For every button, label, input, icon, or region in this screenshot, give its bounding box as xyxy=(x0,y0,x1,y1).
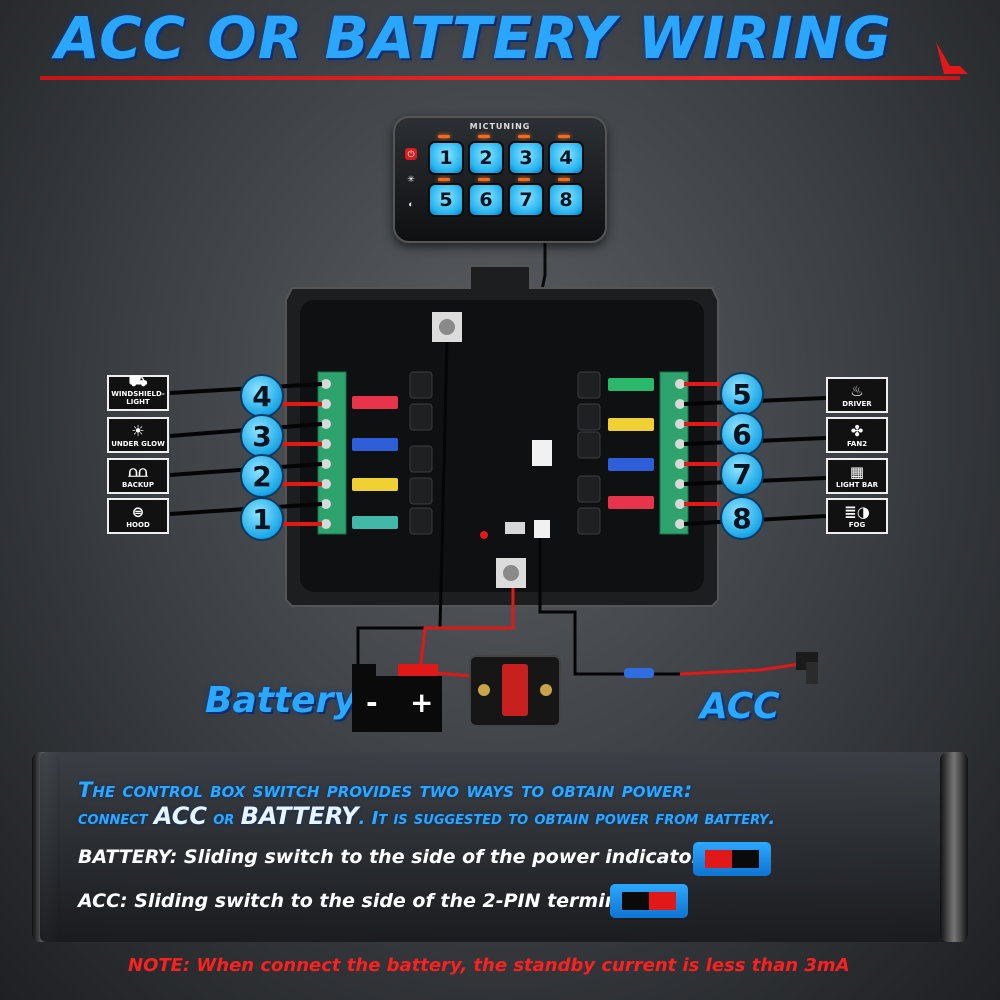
label-fan2: ✤ FAN2 xyxy=(826,417,888,453)
info-acc-emphasis: ACC xyxy=(153,802,207,830)
light-bar-icon: ▦ xyxy=(849,463,865,481)
left-terminal-block xyxy=(317,371,347,535)
keypad-brand: MICTUNING xyxy=(469,122,531,131)
battery-label: Battery xyxy=(205,680,357,721)
fuse-blue-right xyxy=(608,458,654,471)
label-under-glow: ☀ UNDER GLOW xyxy=(107,417,169,453)
channel-badge-7: 7 xyxy=(720,452,764,496)
keypad-button-5[interactable]: 5 xyxy=(428,183,464,217)
fuse-green xyxy=(608,378,654,391)
channel-badge-2: 2 xyxy=(240,454,284,498)
label-fog: ≣◑ FOG xyxy=(826,498,888,534)
led-4 xyxy=(558,135,570,138)
title-hook-icon xyxy=(936,42,968,74)
channel-badge-8: 8 xyxy=(720,496,764,540)
keypad-button-8[interactable]: 8 xyxy=(548,183,584,217)
info-battery-emphasis: BATTERY xyxy=(240,802,359,830)
label-driver: ♨ DRIVER xyxy=(826,377,888,413)
fuse-teal xyxy=(352,516,398,529)
acc-label: ACC xyxy=(700,686,780,727)
acc-inline-fuse xyxy=(624,668,654,678)
channel-badge-4: 4 xyxy=(240,374,284,418)
acc-switch-position-icon xyxy=(610,884,688,918)
channel-badge-3: 3 xyxy=(240,414,284,458)
mode-icon[interactable]: ◐ xyxy=(408,199,414,209)
battery: - + xyxy=(352,676,442,732)
led-7 xyxy=(518,178,530,181)
led-1 xyxy=(438,135,450,138)
info-line-1: The control box switch provides two ways… xyxy=(78,778,693,802)
two-pin-terminal xyxy=(534,520,550,538)
page-title: ACC OR BATTERY WIRING xyxy=(55,4,892,72)
keypad-button-1[interactable]: 1 xyxy=(428,141,464,175)
channel-badge-6: 6 xyxy=(720,412,764,456)
battery-plus-sign: + xyxy=(410,686,434,719)
battery-switch-position-icon xyxy=(693,842,771,876)
led-3 xyxy=(518,135,530,138)
windshield-light-icon: ⛟ xyxy=(128,372,148,390)
label-backup: ⩍⩍ BACKUP xyxy=(107,458,169,494)
slide-switch xyxy=(505,522,525,534)
power-button-icon[interactable]: ⏻ xyxy=(405,148,417,160)
brightness-icon[interactable]: ✳ xyxy=(407,173,415,184)
info-panel xyxy=(40,752,960,942)
battery-positive-terminal xyxy=(398,664,438,676)
label-windshield-light: ⛟ WINDSHIELD-LIGHT xyxy=(107,372,169,411)
led-5 xyxy=(438,178,450,181)
right-terminal-block xyxy=(659,371,689,535)
keypad-button-6[interactable]: 6 xyxy=(468,183,504,217)
info-line-2: connect ACC or BATTERY. It is suggested … xyxy=(78,802,776,830)
note-text: NOTE: When connect the battery, the stan… xyxy=(128,955,850,976)
led-8 xyxy=(558,178,570,181)
control-box-tray xyxy=(300,300,704,592)
switch-panel-keypad: MICTUNING ⏻ ✳ ◐ 1 2 3 4 5 6 7 8 xyxy=(393,116,607,243)
battery-mode-text: BATTERY: Sliding switch to the side of t… xyxy=(78,846,701,868)
led-2 xyxy=(478,135,490,138)
title-underline xyxy=(40,76,960,80)
keypad-button-7[interactable]: 7 xyxy=(508,183,544,217)
backup-light-icon: ⩍⩍ xyxy=(128,463,148,481)
fuse-red-right xyxy=(608,496,654,509)
channel-badge-1: 1 xyxy=(240,497,284,541)
fuse-tap xyxy=(796,652,818,684)
label-light-bar: ▦ LIGHT BAR xyxy=(826,458,888,494)
keypad-connector xyxy=(532,440,552,466)
circuit-breaker xyxy=(469,655,561,727)
label-hood: ⊜ HOOD xyxy=(107,498,169,534)
fuse-red xyxy=(352,396,398,409)
fuse-blue xyxy=(352,438,398,451)
hood-light-icon: ⊜ xyxy=(131,503,145,521)
power-indicator-led xyxy=(480,531,488,539)
fuse-yellow-right xyxy=(608,418,654,431)
keypad-button-2[interactable]: 2 xyxy=(468,141,504,175)
fog-light-icon: ≣◑ xyxy=(844,503,870,521)
keypad-button-3[interactable]: 3 xyxy=(508,141,544,175)
fan-icon: ✤ xyxy=(850,422,864,440)
channel-badge-5: 5 xyxy=(720,372,764,416)
under-glow-icon: ☀ xyxy=(131,422,145,440)
keypad-button-4[interactable]: 4 xyxy=(548,141,584,175)
acc-mode-text: ACC: Sliding switch to the side of the 2… xyxy=(78,890,638,912)
battery-negative-terminal xyxy=(352,664,376,676)
led-6 xyxy=(478,178,490,181)
fuse-yellow xyxy=(352,478,398,491)
panel-right-cap xyxy=(940,752,968,942)
seat-heater-icon: ♨ xyxy=(850,382,864,400)
battery-minus-sign: - xyxy=(366,686,378,719)
